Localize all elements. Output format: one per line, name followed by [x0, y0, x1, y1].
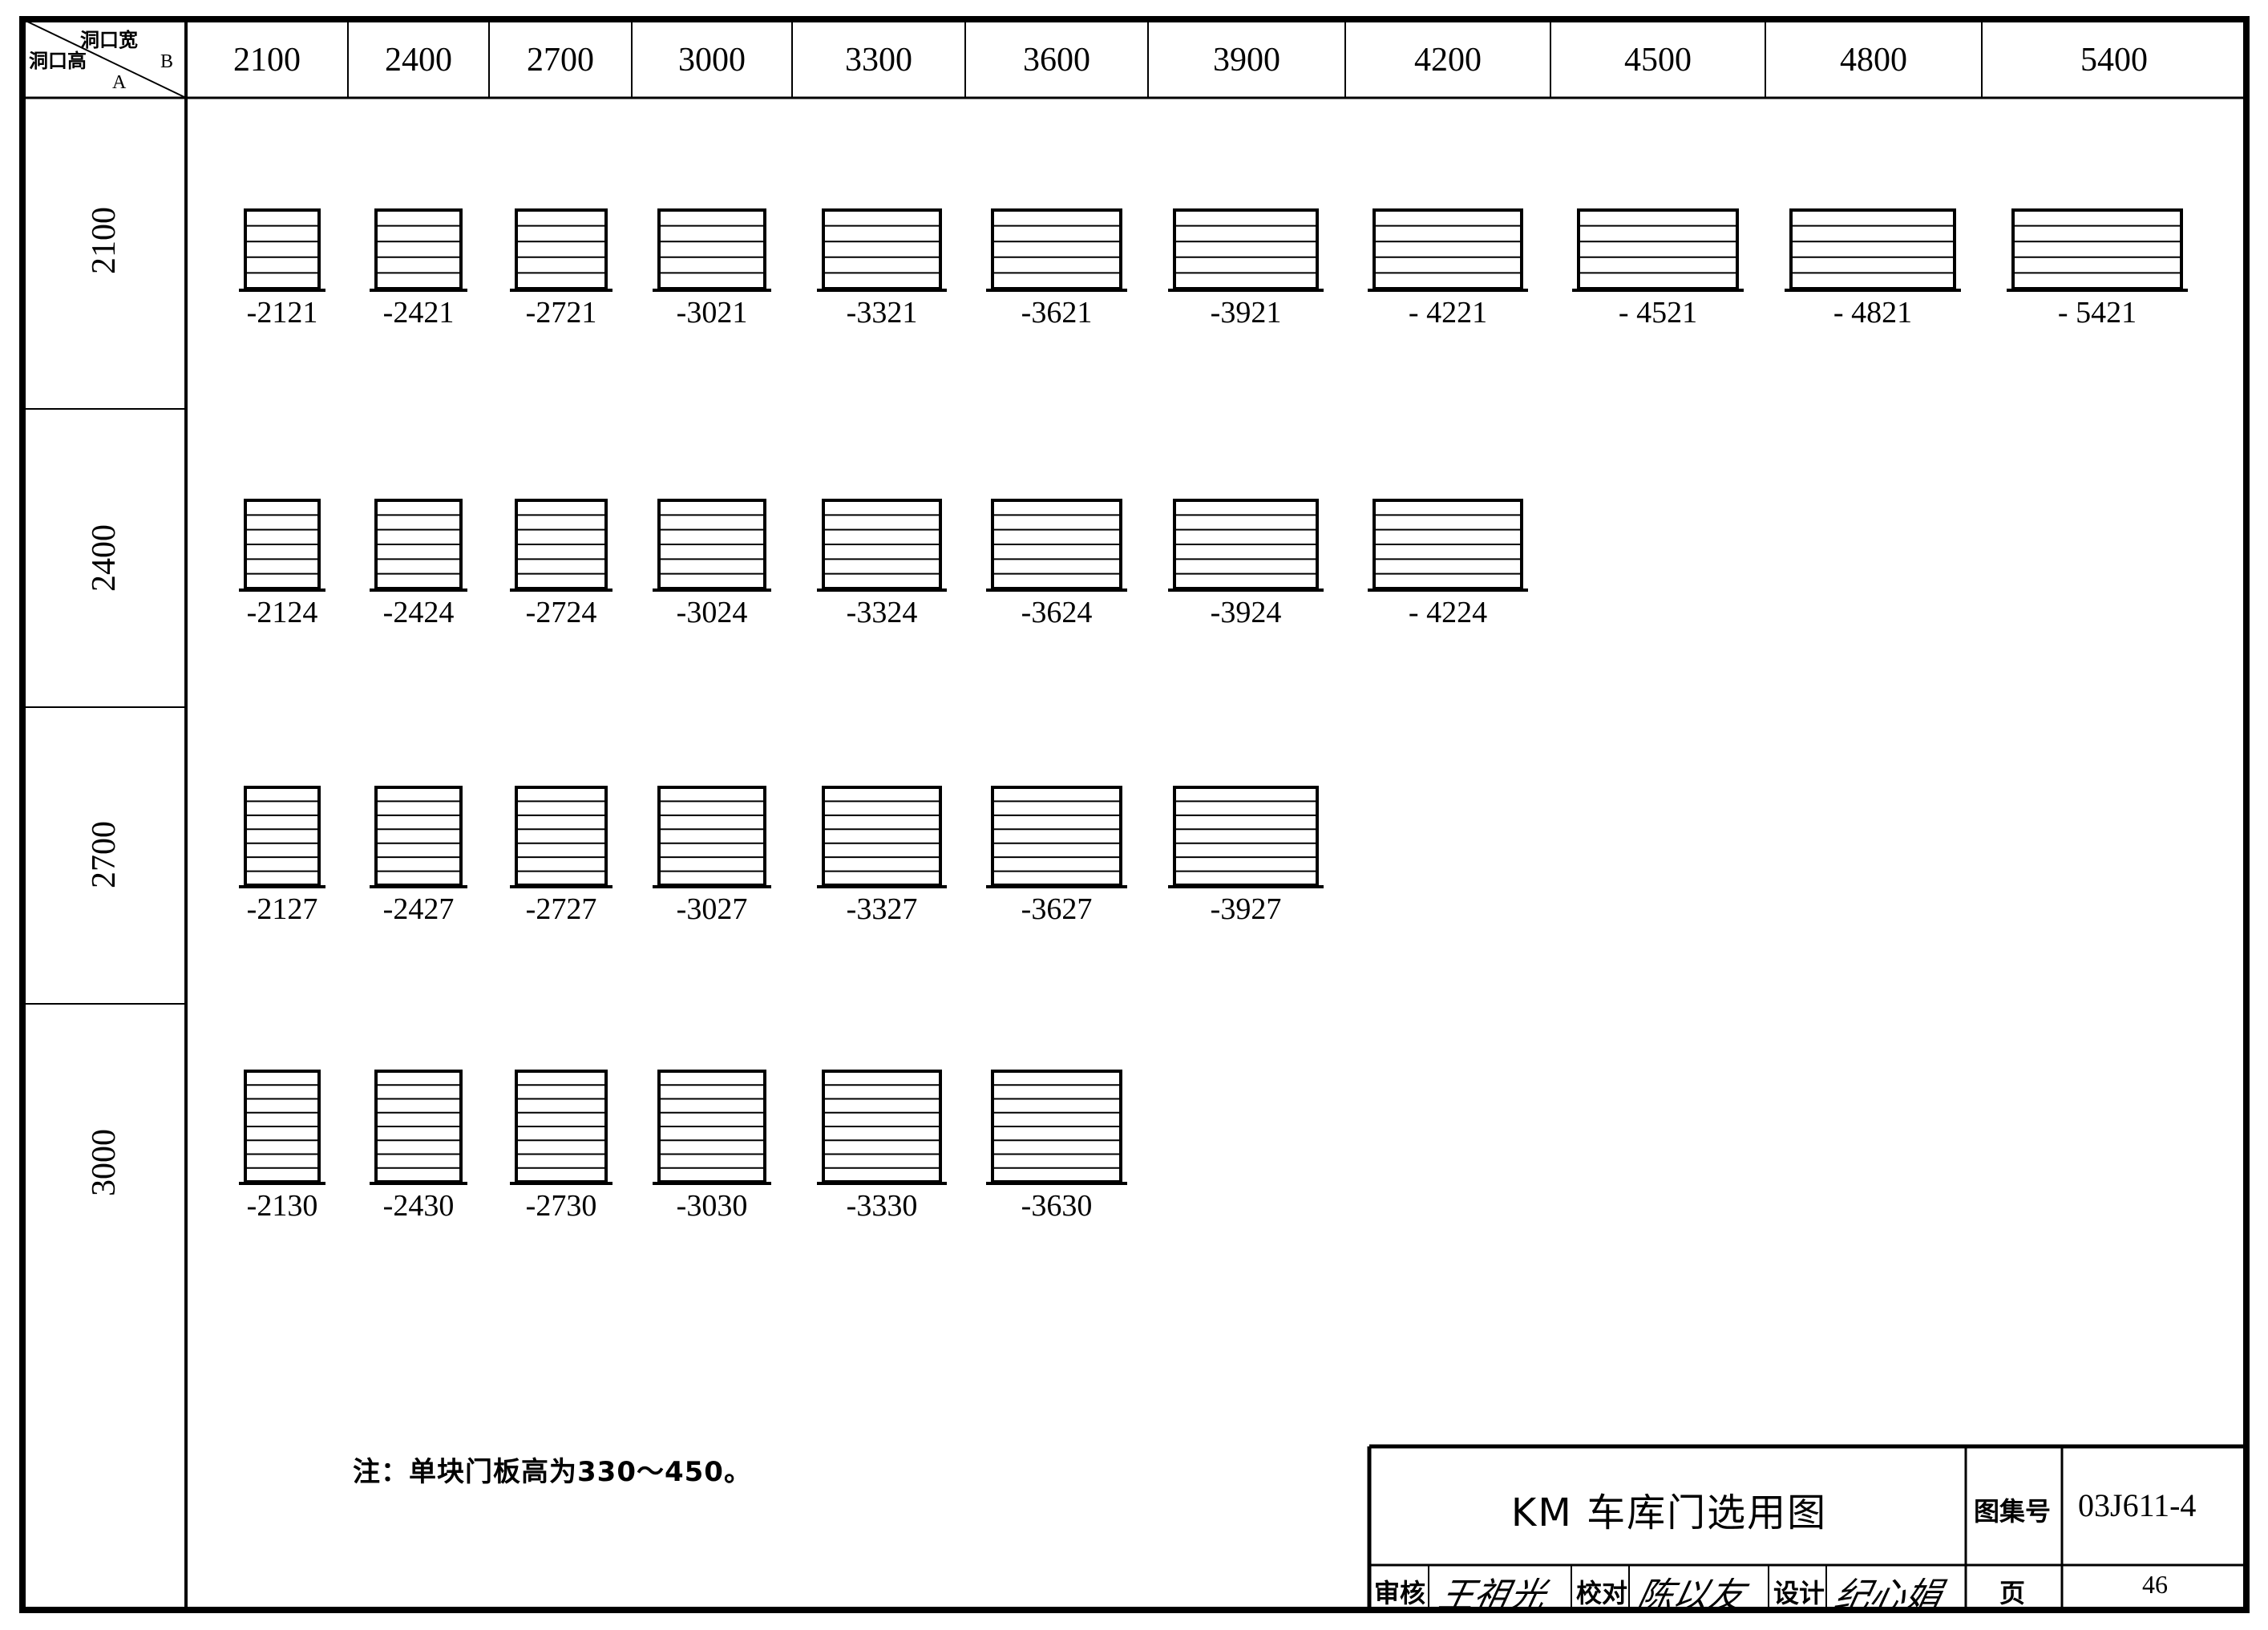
door-code-label: -3330 [846, 1189, 918, 1223]
row-label-3000: 3000 [86, 1129, 123, 1196]
column-header-2100: 2100 [233, 42, 301, 79]
column-header-4500: 4500 [1624, 42, 1692, 79]
check-signature: 陈以友 [1633, 1575, 1749, 1616]
door-code-label: -2730 [525, 1189, 597, 1223]
title-block-lines [1367, 1444, 2246, 1610]
page-label: 页 [1999, 1578, 2026, 1608]
review-signature: 王祖光 [1434, 1575, 1550, 1616]
door-code-label: -3030 [676, 1189, 748, 1223]
column-header-2700: 2700 [527, 42, 594, 79]
page-number: 46 [2142, 1570, 2168, 1599]
panel-height-note: 注：单块门板高为330～450。 [353, 1456, 752, 1488]
column-header-3900: 3900 [1213, 42, 1280, 79]
door-elevation-3321 [822, 208, 942, 290]
door-code-label: -2727 [525, 892, 597, 926]
door-code-label: -2427 [382, 892, 455, 926]
corner-diagonal [22, 18, 187, 99]
door-code-label: -2430 [382, 1189, 455, 1223]
door-code-label: -2421 [382, 296, 455, 330]
door-code-label: -3921 [1210, 296, 1282, 330]
door-code-label: -3621 [1021, 296, 1093, 330]
door-code-label: - 4821 [1833, 296, 1913, 330]
door-code-label: -2121 [246, 296, 318, 330]
door-elevation-4221 [1373, 208, 1523, 290]
row-label-2100: 2100 [86, 207, 123, 274]
door-elevation-2721 [515, 208, 608, 290]
drawing-title: KM 车库门选用图 [1510, 1490, 1828, 1535]
door-code-label: -2130 [246, 1189, 318, 1223]
door-code-label: -2127 [246, 892, 318, 926]
row-separators [22, 408, 186, 1005]
door-code-label: - 5421 [2057, 296, 2137, 330]
door-code-label: - 4221 [1408, 296, 1488, 330]
design-label: 设计 [1773, 1578, 1825, 1608]
corner-height-letter: A [112, 72, 127, 93]
door-code-label: -2124 [246, 596, 318, 629]
column-header-3300: 3300 [845, 42, 912, 79]
door-elevation-5421 [2011, 208, 2183, 290]
door-elevations [239, 208, 2188, 1185]
door-elevation-4821 [1789, 208, 1956, 290]
check-label: 校对 [1576, 1578, 1628, 1608]
door-code-label: -3624 [1021, 596, 1093, 629]
door-code-label: - 4521 [1618, 296, 1698, 330]
door-code-label: -3321 [846, 296, 918, 330]
door-code-label: -3627 [1021, 892, 1093, 926]
atlas-number-label: 图集号 [1974, 1496, 2052, 1527]
column-header-3000: 3000 [678, 42, 746, 79]
door-code-label: -2721 [525, 296, 597, 330]
door-elevation-3621 [991, 208, 1122, 290]
door-code-label: -3924 [1210, 596, 1282, 629]
door-code-label: -2424 [382, 596, 455, 629]
column-header-4800: 4800 [1840, 42, 1907, 79]
corner-height-label: 洞口高 [29, 50, 87, 72]
door-elevation-3921 [1173, 208, 1319, 290]
door-code-label: -2724 [525, 596, 597, 629]
review-label: 审核 [1374, 1578, 1426, 1608]
design-signature: 纪心娟 [1830, 1575, 1946, 1616]
corner-width-label: 洞口宽 [80, 29, 138, 51]
door-code-label: -3324 [846, 596, 918, 629]
column-header-5400: 5400 [2080, 42, 2148, 79]
column-header-3600: 3600 [1023, 42, 1090, 79]
door-code-label: -3027 [676, 892, 748, 926]
corner-width-letter: B [160, 51, 174, 72]
door-code-label: -3630 [1021, 1189, 1093, 1223]
column-header-2400: 2400 [385, 42, 452, 79]
column-header-4200: 4200 [1414, 42, 1482, 79]
door-code-label: -3927 [1210, 892, 1282, 926]
door-code-label: -3024 [676, 596, 748, 629]
outer-border [19, 16, 2250, 1613]
atlas-number: 03J611-4 [2078, 1487, 2197, 1523]
door-elevation-4521 [1577, 208, 1739, 290]
door-elevation-2421 [374, 208, 463, 290]
door-elevation-2121 [244, 208, 321, 290]
door-code-label: - 4224 [1408, 596, 1488, 629]
door-code-label: -3021 [676, 296, 748, 330]
row-label-2400: 2400 [86, 524, 123, 592]
row-label-2700: 2700 [86, 821, 123, 888]
door-code-label: -3327 [846, 892, 918, 926]
door-elevation-3021 [657, 208, 766, 290]
header-column-separators [347, 19, 1983, 98]
